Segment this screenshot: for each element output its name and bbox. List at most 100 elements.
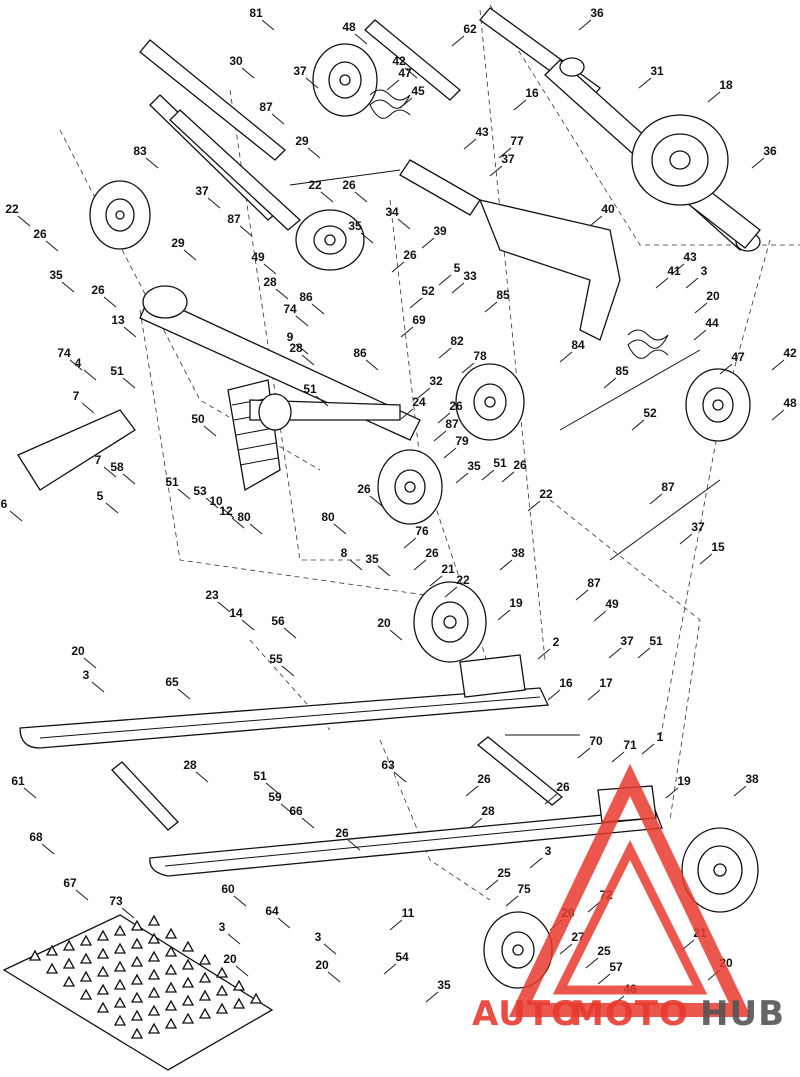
callout-24: 24	[400, 395, 426, 420]
leader-line	[417, 387, 431, 399]
leader-line	[280, 803, 294, 815]
callout-number: 12	[219, 504, 233, 518]
leader-line	[122, 473, 136, 485]
callout-number: 51	[253, 769, 267, 783]
callout-28: 28	[289, 341, 315, 366]
leader-line	[499, 559, 513, 571]
callout-81: 81	[249, 6, 275, 31]
leader-line	[693, 329, 707, 341]
callout-52: 52	[631, 406, 657, 431]
callout-64: 64	[265, 904, 291, 929]
callout-number: 28	[289, 341, 303, 355]
callout-26: 26	[391, 248, 417, 273]
callout-number: 29	[295, 134, 309, 148]
pad-stud	[215, 966, 229, 978]
callout-number: 19	[677, 774, 691, 788]
callout-number: 70	[589, 734, 603, 748]
callout-number: 75	[517, 882, 531, 896]
callout-62: 62	[451, 22, 477, 47]
callout-number: 45	[411, 84, 425, 98]
callout-number: 26	[513, 458, 527, 472]
pad-stud	[130, 1027, 144, 1039]
leader-line	[513, 99, 527, 111]
callout-66: 66	[289, 804, 315, 829]
leader-line	[207, 197, 221, 209]
callout-15: 15	[699, 540, 725, 565]
leader-line	[611, 751, 625, 763]
callout-61: 61	[11, 774, 37, 799]
leader-line	[69, 359, 83, 371]
leader-line	[263, 263, 277, 275]
callout-65: 65	[165, 675, 191, 700]
leader-line	[751, 157, 765, 169]
callout-number: 28	[481, 804, 495, 818]
callout-87: 87	[227, 212, 253, 237]
pad-stud	[198, 989, 212, 1001]
callout-28: 28	[469, 804, 495, 829]
leader-line	[369, 495, 383, 507]
callout-3: 3	[685, 264, 708, 289]
callout-number: 49	[605, 597, 619, 611]
callout-25: 25	[485, 866, 511, 891]
leader-line	[438, 274, 452, 286]
callout-number: 5	[454, 261, 461, 275]
pad-stud	[113, 996, 127, 1008]
leader-line	[315, 395, 329, 407]
callout-number: 18	[719, 78, 733, 92]
callout-number: 37	[691, 520, 705, 534]
leader-line	[177, 488, 191, 500]
pad-stud	[232, 997, 246, 1009]
callout-number: 87	[661, 480, 675, 494]
leader-line	[719, 363, 733, 375]
callout-number: 87	[445, 417, 459, 431]
callout-51: 51	[110, 364, 136, 389]
leader-line	[195, 771, 209, 783]
leader-line	[123, 326, 137, 338]
pad-stud	[79, 952, 93, 964]
pad-stud	[79, 988, 93, 1000]
callout-11: 11	[389, 906, 415, 931]
callout-36: 36	[751, 144, 777, 169]
callout-number: 22	[539, 487, 553, 501]
callout-23: 23	[205, 588, 231, 613]
leader-line	[261, 19, 275, 31]
callout-number: 63	[381, 758, 395, 772]
leader-line	[241, 619, 255, 631]
callout-48: 48	[771, 396, 797, 421]
callout-67: 67	[63, 876, 89, 901]
callout-number: 3	[545, 844, 552, 858]
callout-26: 26	[437, 399, 463, 424]
pad-stud	[45, 962, 59, 974]
leader-line	[631, 419, 645, 431]
callout-number: 21	[441, 562, 455, 576]
callout-56: 56	[271, 614, 297, 639]
callout-number: 26	[477, 772, 491, 786]
callout-5: 5	[97, 489, 119, 514]
callout-51: 51	[481, 456, 507, 481]
leader-line	[333, 523, 347, 535]
callout-41: 41	[655, 264, 681, 289]
callout-number: 6	[1, 497, 8, 511]
leader-line	[301, 354, 315, 366]
leader-line	[421, 237, 435, 249]
pad-stud	[113, 1014, 127, 1026]
callout-79: 79	[443, 434, 469, 459]
leader-line	[105, 502, 119, 514]
leader-line	[203, 425, 217, 437]
leader-line	[501, 471, 515, 483]
callout-52: 52	[409, 284, 435, 309]
leader-line	[400, 408, 414, 420]
callout-number: 43	[475, 125, 489, 139]
leader-line	[397, 218, 411, 230]
callout-number: 3	[219, 920, 226, 934]
callout-20: 20	[223, 952, 249, 977]
leader-line	[235, 965, 249, 977]
pad-stud	[147, 986, 161, 998]
leader-line	[455, 472, 469, 484]
callout-number: 26	[342, 178, 356, 192]
callout-87: 87	[259, 100, 285, 125]
leader-line	[559, 351, 573, 363]
leader-line	[305, 77, 319, 89]
callout-number: 35	[365, 552, 379, 566]
